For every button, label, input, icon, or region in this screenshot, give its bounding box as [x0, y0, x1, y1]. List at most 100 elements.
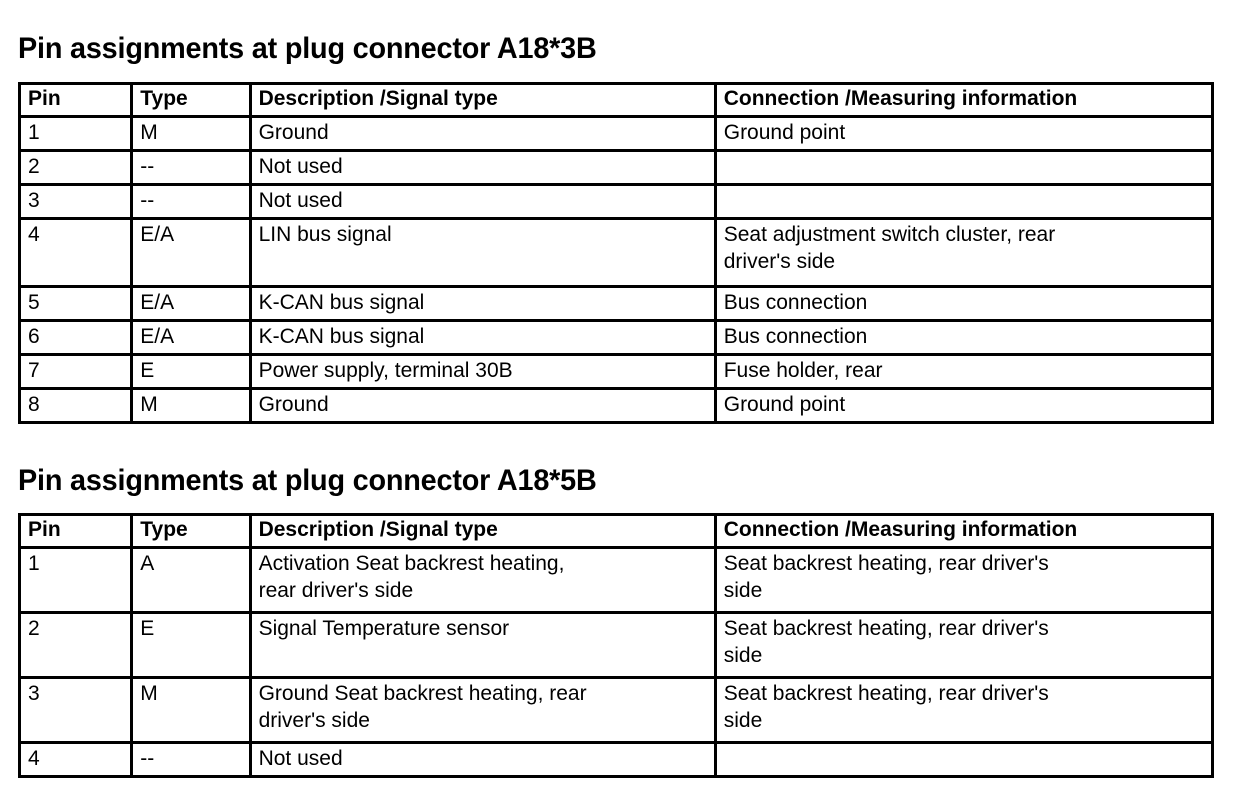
table-row: 7 E Power supply, terminal 30B Fuse hold… [17, 353, 1215, 390]
cell-connection-text: Seat backrest heating, rear driver's sid… [723, 682, 1049, 732]
cell-description: Not used [248, 149, 717, 186]
table-row: 4 -- Not used [17, 741, 1215, 778]
table-row: 2 E Signal Temperature sensor Seat backr… [17, 611, 1215, 679]
cell-connection: Bus connection [713, 285, 1215, 322]
cell-type: E [130, 611, 252, 679]
column-header-description: Description /Signal type [248, 82, 717, 118]
cell-type-text: E/A [140, 223, 175, 246]
cell-connection [713, 183, 1215, 220]
cell-type: E/A [130, 217, 252, 288]
cell-description: Ground [248, 387, 717, 424]
cell-description: Ground [248, 115, 717, 152]
cell-connection: Ground point [713, 115, 1215, 152]
cell-connection: Bus connection [713, 319, 1215, 356]
column-header-connection: Connection /Measuring information [713, 82, 1215, 118]
table-row: 1 A Activation Seat backrest heating, re… [17, 546, 1215, 614]
cell-pin-text: 1 [28, 552, 40, 575]
cell-type: M [130, 676, 252, 744]
cell-pin: 4 [17, 217, 134, 288]
cell-pin: 2 [17, 149, 134, 186]
cell-connection-text: Ground point [723, 393, 846, 416]
cell-type-text: -- [140, 155, 155, 178]
table-row: 2 -- Not used [17, 149, 1215, 186]
cell-pin-text: 3 [28, 189, 40, 212]
cell-connection: Seat adjustment switch cluster, rear dri… [713, 217, 1215, 288]
cell-description-text: Activation Seat backrest heating, rear d… [258, 552, 565, 602]
cell-type-text: E/A [140, 325, 175, 348]
cell-pin: 3 [17, 183, 134, 220]
table-row: 8 M Ground Ground point [17, 387, 1215, 424]
cell-type: E/A [130, 285, 252, 322]
cell-pin-text: 1 [28, 121, 40, 144]
cell-type-text: -- [140, 189, 155, 212]
column-header-type: Type [130, 82, 252, 118]
cell-type-text: E/A [140, 291, 175, 314]
cell-pin-text: 5 [28, 291, 40, 314]
cell-pin: 2 [17, 611, 134, 679]
cell-description: Ground Seat backrest heating, rear drive… [248, 676, 717, 744]
cell-pin: 1 [17, 546, 134, 614]
table-row: 3 M Ground Seat backrest heating, rear d… [17, 676, 1215, 744]
table-row: 6 E/A K-CAN bus signal Bus connection [17, 319, 1215, 356]
cell-connection-text: Fuse holder, rear [723, 359, 883, 382]
cell-pin-text: 3 [28, 682, 40, 705]
cell-description-text: Power supply, terminal 30B [258, 359, 513, 382]
cell-type-text: M [140, 393, 158, 416]
cell-connection: Seat backrest heating, rear driver's sid… [713, 546, 1215, 614]
cell-pin: 6 [17, 319, 134, 356]
column-header-description: Description /Signal type [248, 513, 717, 549]
cell-pin-text: 6 [28, 325, 40, 348]
cell-pin: 5 [17, 285, 134, 322]
table-row: 4 E/A LIN bus signal Seat adjustment swi… [17, 217, 1215, 288]
cell-description-text: Signal Temperature sensor [258, 617, 510, 640]
cell-type: M [130, 115, 252, 152]
table-row: 3 -- Not used [17, 183, 1215, 220]
cell-connection: Fuse holder, rear [713, 353, 1215, 390]
page-title-connector-a18-5b: Pin assignments at plug connector A18*5B [18, 464, 597, 498]
page-title-connector-a18-3b: Pin assignments at plug connector A18*3B [18, 32, 597, 66]
cell-pin: 3 [17, 676, 134, 744]
cell-pin-text: 4 [28, 223, 40, 246]
cell-pin: 1 [17, 115, 134, 152]
cell-description-text: K-CAN bus signal [258, 325, 425, 348]
cell-description-text: Not used [258, 747, 343, 770]
cell-type: E/A [130, 319, 252, 356]
cell-description: K-CAN bus signal [248, 319, 717, 356]
cell-description-text: LIN bus signal [258, 223, 392, 246]
cell-type-text: M [140, 682, 158, 705]
cell-connection: Ground point [713, 387, 1215, 424]
column-header-pin: Pin [17, 513, 134, 549]
pin-assignment-table-a18-5b: Pin Type Description /Signal type Connec… [17, 513, 1215, 778]
cell-connection-text: Ground point [723, 121, 846, 144]
cell-description: K-CAN bus signal [248, 285, 717, 322]
table-row: 1 M Ground Ground point [17, 115, 1215, 152]
cell-pin: 7 [17, 353, 134, 390]
cell-type-text: M [140, 121, 158, 144]
cell-pin-text: 7 [28, 359, 40, 382]
cell-description: Activation Seat backrest heating, rear d… [248, 546, 717, 614]
cell-pin-text: 2 [28, 155, 40, 178]
cell-description: Not used [248, 741, 717, 778]
cell-connection-text: Bus connection [723, 325, 868, 348]
cell-description-text: K-CAN bus signal [258, 291, 425, 314]
cell-connection [713, 149, 1215, 186]
cell-description-text: Ground Seat backrest heating, rear drive… [258, 682, 587, 732]
cell-type: -- [130, 149, 252, 186]
cell-type: A [130, 546, 252, 614]
cell-connection: Seat backrest heating, rear driver's sid… [713, 611, 1215, 679]
cell-description: LIN bus signal [248, 217, 717, 288]
cell-connection: Seat backrest heating, rear driver's sid… [713, 676, 1215, 744]
cell-connection-text: Bus connection [723, 291, 868, 314]
cell-type-text: E [140, 359, 155, 382]
column-header-pin: Pin [17, 82, 134, 118]
cell-pin-text: 2 [28, 617, 40, 640]
cell-type: M [130, 387, 252, 424]
cell-connection-text: Seat backrest heating, rear driver's sid… [723, 617, 1049, 667]
cell-type-text: A [140, 552, 155, 575]
table-header-row: Pin Type Description /Signal type Connec… [17, 82, 1215, 118]
cell-type: -- [130, 183, 252, 220]
cell-type: E [130, 353, 252, 390]
cell-description-text: Ground [258, 393, 329, 416]
cell-type-text: E [140, 617, 155, 640]
